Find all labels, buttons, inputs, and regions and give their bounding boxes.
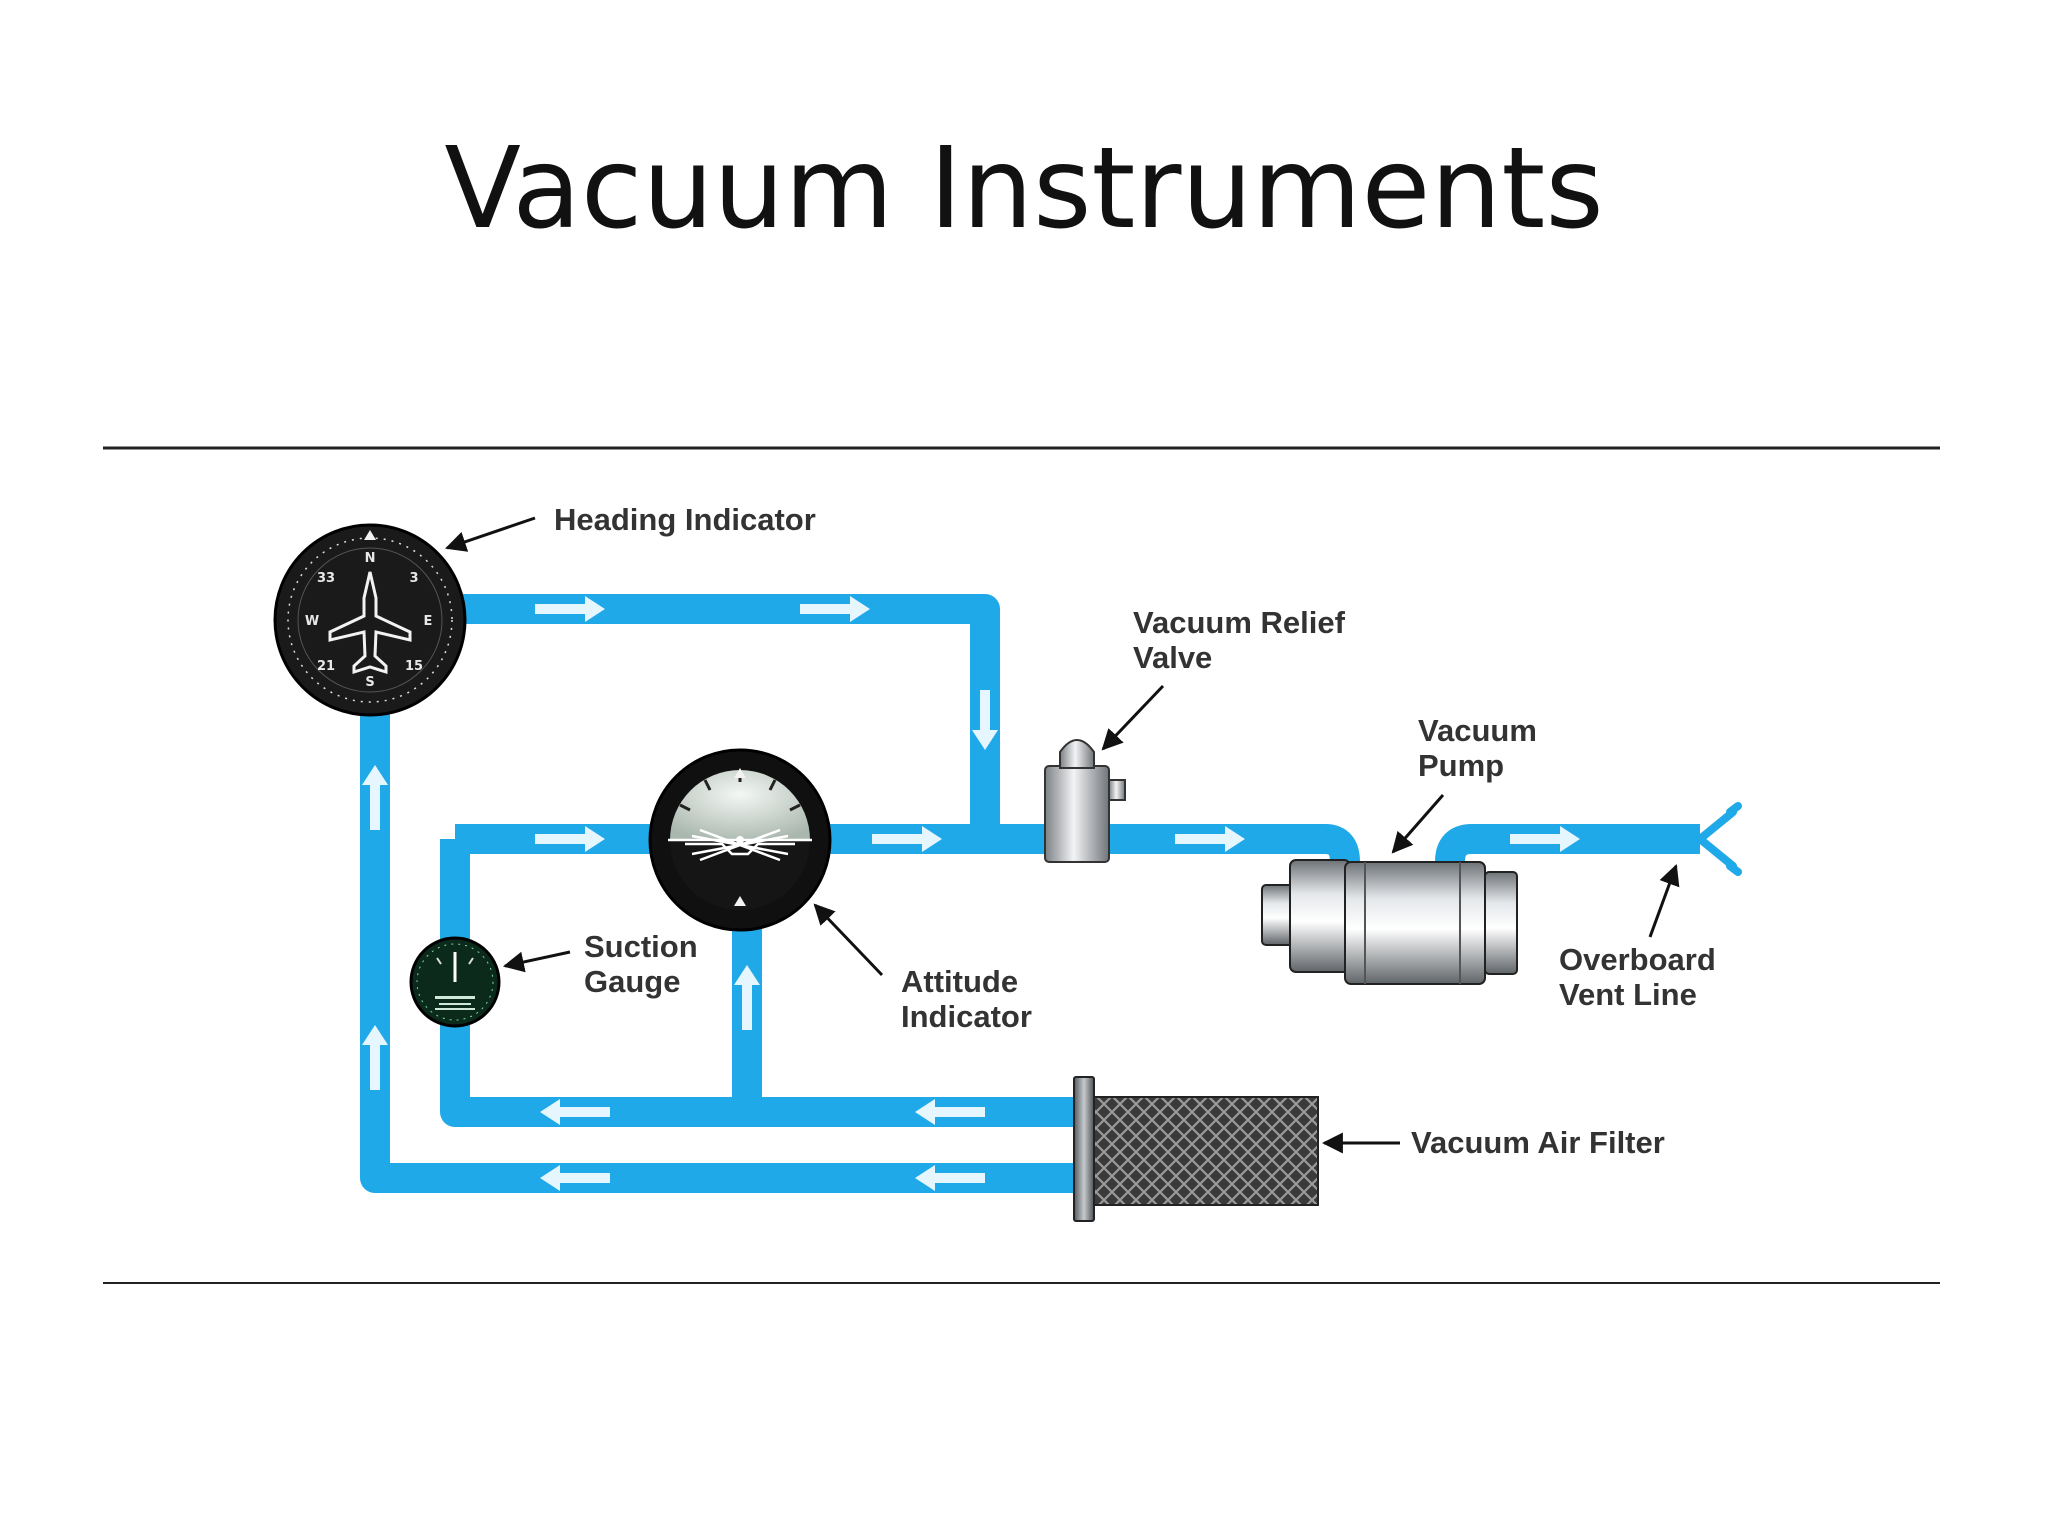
- suction-gauge-label-line2: Gauge: [584, 964, 680, 999]
- svg-text:E: E: [424, 614, 433, 629]
- overboard-vent-line-label-line1: Overboard: [1559, 942, 1716, 977]
- suction-gauge-label: Suction Gauge: [584, 929, 706, 999]
- svg-text:15: 15: [405, 659, 423, 674]
- svg-text:W: W: [305, 614, 319, 629]
- air-filter-icon: [1073, 1076, 1319, 1222]
- suction-gauge-icon: [409, 936, 501, 1028]
- svg-text:S: S: [365, 675, 374, 690]
- vacuum-relief-valve-label-line1: Vacuum Relief: [1133, 605, 1346, 640]
- page-title: Vacuum Instruments: [444, 124, 1604, 254]
- vent-line: [1435, 824, 1700, 863]
- vacuum-relief-valve-label: Vacuum Relief Valve: [1133, 605, 1354, 675]
- svg-text:3: 3: [409, 571, 418, 586]
- inner-return-line: [440, 839, 1080, 1127]
- relief-valve-icon: [1044, 739, 1126, 863]
- vacuum-pump-label: Vacuum Pump: [1418, 713, 1546, 783]
- overboard-vent-icon: [1696, 802, 1742, 876]
- vacuum-pump-label-line2: Pump: [1418, 748, 1504, 783]
- attitude-indicator-label-line2: Indicator: [901, 999, 1032, 1034]
- svg-text:33: 33: [317, 571, 335, 586]
- vacuum-pump-icon: [1261, 859, 1518, 985]
- heading-indicator-line: [420, 594, 1000, 839]
- attitude-indicator-label-line1: Attitude: [901, 964, 1018, 999]
- heading-indicator-icon: N E S W 33 3 15 21: [273, 523, 467, 717]
- vacuum-air-filter-label: Vacuum Air Filter: [1411, 1125, 1665, 1160]
- attitude-indicator-icon: [648, 748, 832, 932]
- svg-text:N: N: [365, 551, 376, 566]
- vacuum-pump-label-line1: Vacuum: [1418, 713, 1537, 748]
- label-arrows: [445, 516, 1680, 1154]
- attitude-indicator-label: Attitude Indicator: [901, 964, 1032, 1034]
- main-line: [455, 824, 1360, 863]
- flow-arrows: [362, 596, 1580, 1191]
- svg-text:21: 21: [317, 659, 335, 674]
- suction-gauge-label-line1: Suction: [584, 929, 698, 964]
- heading-indicator-label: Heading Indicator: [554, 502, 816, 537]
- vacuum-lines: [360, 594, 1700, 1193]
- overboard-vent-line-label: Overboard Vent Line: [1559, 942, 1724, 1012]
- overboard-vent-line-label-line2: Vent Line: [1559, 977, 1697, 1012]
- vacuum-relief-valve-label-line2: Valve: [1133, 640, 1212, 675]
- outer-return-line: [360, 700, 1080, 1193]
